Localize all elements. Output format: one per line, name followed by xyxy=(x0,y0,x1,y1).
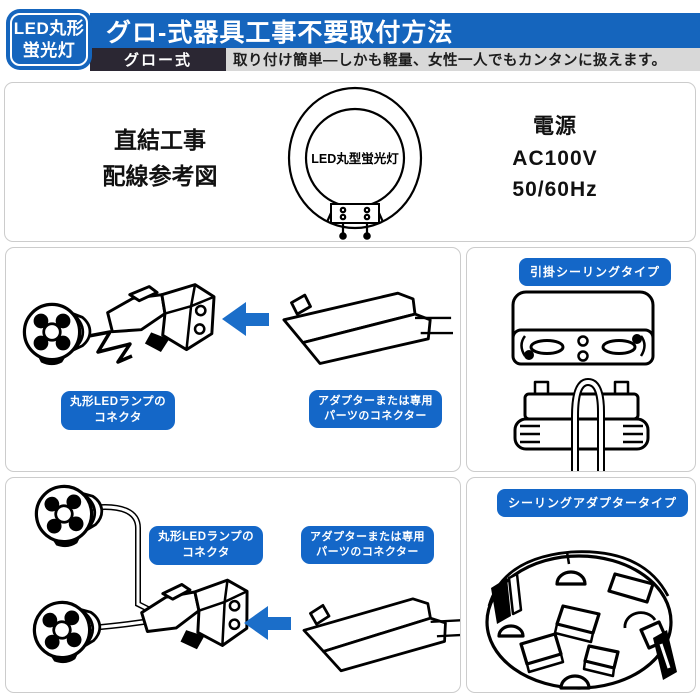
round-lamp-connector-icon xyxy=(32,480,107,552)
lamp-connector-pill: 丸形LEDランプの コネクタ xyxy=(149,526,264,566)
method-tab: グロー式 xyxy=(90,48,226,71)
round-lamp-connector-icon xyxy=(22,302,92,367)
hook-ceiling-type-panel: 引掛シーリングタイプ xyxy=(466,247,696,472)
round-lamp-connector-icon xyxy=(30,596,105,668)
product-badge: LED丸形 蛍光灯 xyxy=(6,9,92,70)
arrow-left-icon xyxy=(244,606,291,640)
product-badge-frame: LED丸形 蛍光灯 xyxy=(10,13,88,66)
zigzag-wire xyxy=(77,330,133,364)
ceiling-adapter-connector-panel: 丸形LEDランプの コネクタ アダプターまたは専用 パーツのコネクター xyxy=(5,477,461,693)
connector-pair-diagram xyxy=(22,274,455,367)
adapter-connector-pill: アダプターまたは専用 パーツのコネクター xyxy=(309,390,442,428)
hook-ceiling-connector-panel: 丸形LEDランプの コネクタ アダプターまたは専用 パーツのコネクター xyxy=(5,247,461,472)
hook-ceiling-type-pill: 引掛シーリングタイプ xyxy=(519,258,672,287)
wiring-reference-panel: 直結工事 配線参考図 LED丸型蛍光灯 電源 AC100V 50/60Hz xyxy=(4,82,696,242)
adapter-connector-icon xyxy=(282,291,455,365)
badge-line1: LED丸形 xyxy=(13,19,85,39)
circular-lamp-diagram: LED丸型蛍光灯 xyxy=(287,86,423,240)
lamp-connector-pill: 丸形LEDランプの コネクタ xyxy=(61,391,176,431)
adapter-connector-icon xyxy=(301,594,460,674)
tagline-text: 取り付け簡単―しかも軽量、女性一人でもカンタンに扱えます。 xyxy=(233,53,667,69)
power-spec-caption: 電源 AC100V 50/60Hz xyxy=(512,115,598,201)
ceiling-adapter-type-pill: シーリングアダプタータイプ xyxy=(497,489,689,518)
lamp-plug-icon xyxy=(138,574,251,654)
wiring-caption: 直結工事 配線参考図 xyxy=(102,127,218,189)
arrow-left-icon xyxy=(222,302,269,336)
lamp-diagram-label: LED丸型蛍光灯 xyxy=(311,151,399,166)
header-title-bar: グロ-式器具工事不要取付方法 xyxy=(90,13,700,48)
badge-line2: 蛍光灯 xyxy=(22,40,76,60)
adapter-connector-pill: アダプターまたは専用 パーツのコネクター xyxy=(301,526,434,564)
method-tab-label: グロー式 xyxy=(123,52,192,69)
ceiling-adapter-diagram xyxy=(485,550,677,690)
page-title: グロ-式器具工事不要取付方法 xyxy=(106,18,454,47)
ceiling-adapter-type-panel: シーリングアダプタータイプ xyxy=(466,477,696,693)
dual-connector-diagram xyxy=(30,480,460,674)
tagline-bar: 取り付け簡単―しかも軽量、女性一人でもカンタンに扱えます。 xyxy=(226,48,700,71)
hook-ceiling-socket-diagram xyxy=(511,290,655,471)
